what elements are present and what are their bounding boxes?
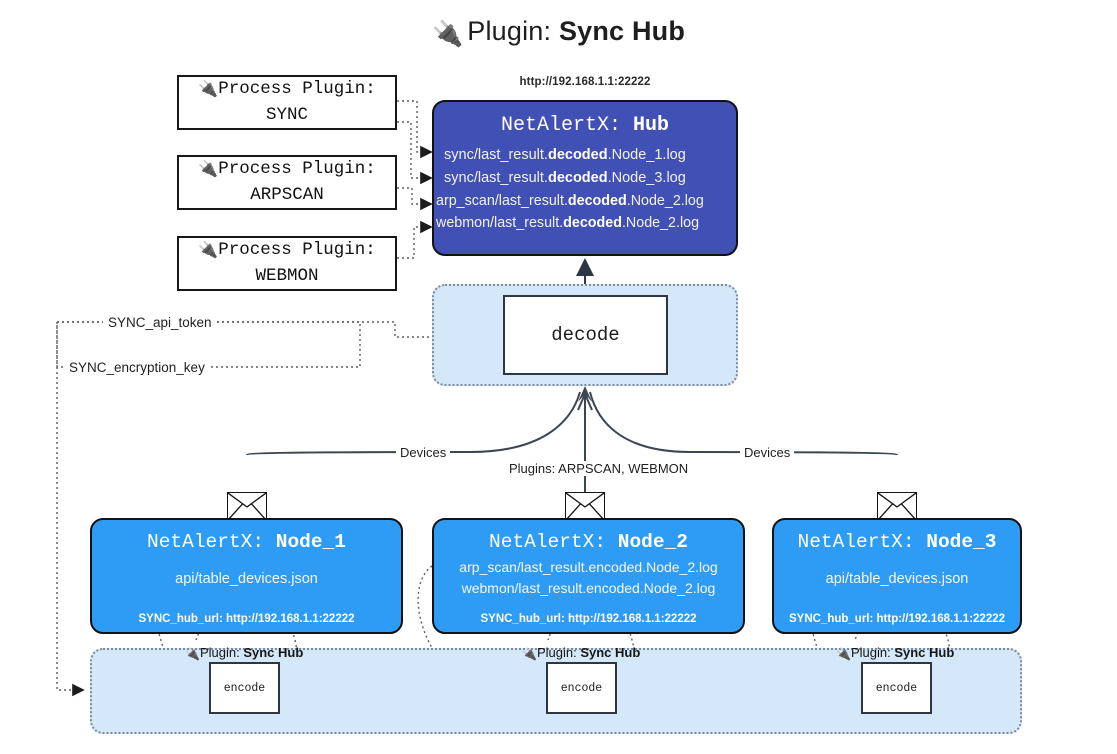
log-post: .Node_1.log	[607, 147, 686, 163]
hub-app: NetAlertX:	[500, 114, 621, 137]
node-app: NetAlertX:	[489, 531, 607, 553]
process-plugin-label: Process Plugin:	[218, 159, 376, 180]
wire-sync-to-log1	[397, 100, 433, 159]
envelope-icon	[227, 492, 267, 521]
sync-api-token-label: SYNC_api_token	[103, 315, 217, 330]
envelope-icon	[877, 492, 917, 521]
log-post: .Node_2.log	[626, 192, 704, 209]
node-app: NetAlertX:	[147, 531, 265, 553]
wire-arpscan-to-log3	[397, 187, 433, 211]
process-plugin-webmon[interactable]: 🔌Process Plugin: WEBMON	[177, 236, 397, 291]
wire-merge-arrowhead	[578, 386, 592, 402]
plugin-label-2: 🔌Plugin: Sync Hub	[522, 645, 640, 661]
plugin-label-prefix: Plugin:	[199, 645, 240, 660]
hub-log-4: webmon/last_result.decoded.Node_2.log	[434, 212, 736, 235]
process-plugin-label: Process Plugin:	[218, 240, 376, 261]
log-pre: webmon/last_result.	[436, 215, 564, 232]
node-name: Node_1	[275, 531, 346, 553]
hub-url-label: http://192.168.1.1:22222	[519, 76, 651, 88]
plug-icon: 🔌	[198, 161, 219, 179]
log-pre: sync/last_result.	[444, 147, 548, 163]
plug-icon: 🔌	[836, 647, 851, 661]
wire-sync-to-log2	[397, 121, 433, 185]
node-title: NetAlertX: Node_2	[434, 531, 743, 553]
node-title: NetAlertX: Node_3	[774, 531, 1020, 553]
node-box-node-3[interactable]: NetAlertX: Node_3 api/table_devices.json…	[772, 518, 1022, 634]
hub-log-3: arp_scan/last_result.decoded.Node_2.log	[434, 190, 736, 213]
plug-icon: 🔌	[198, 242, 219, 260]
page-title-prefix: Plugin:	[467, 16, 552, 46]
node-line: api/table_devices.json	[825, 571, 969, 587]
edge-label-center-plugins: Plugins: ARPSCAN, WEBMON	[505, 461, 693, 476]
log-mid: decoded	[547, 147, 608, 163]
process-plugin-name: ARPSCAN	[250, 184, 324, 205]
envelope-icon	[565, 492, 605, 521]
plugin-label-name: Sync Hub	[580, 645, 641, 660]
sync-encryption-key-label: SYNC_encryption_key	[64, 360, 210, 375]
plugin-label-prefix: Plugin:	[536, 645, 577, 660]
wire-encryption-key-to-plugin-zone	[56, 322, 85, 697]
hub-name: Hub	[633, 114, 670, 137]
plug-icon: 🔌	[198, 81, 219, 99]
plug-icon: 🔌	[522, 647, 537, 661]
log-pre: sync/last_result.	[444, 169, 548, 186]
wire-merge-arrow	[577, 393, 593, 412]
decode-box[interactable]: decode	[503, 295, 668, 375]
edge-label-right-devices: Devices	[740, 445, 795, 460]
node-app: NetAlertX:	[797, 531, 915, 553]
plug-icon: 🔌	[185, 647, 200, 661]
page-title-name: Sync Hub	[558, 16, 686, 46]
node-name: Node_2	[617, 531, 688, 553]
plugin-label-3: 🔌Plugin: Sync Hub	[836, 645, 954, 661]
log-post: .Node_2.log	[621, 215, 700, 232]
node-box-node-1[interactable]: NetAlertX: Node_1 api/table_devices.json…	[90, 518, 403, 634]
node-name: Node_3	[926, 531, 997, 553]
encode-box-3[interactable]: encode	[861, 662, 932, 714]
process-plugin-label: Process Plugin:	[218, 79, 376, 100]
process-plugin-sync[interactable]: 🔌Process Plugin: SYNC	[177, 75, 397, 130]
node-url-label: SYNC_hub_url: http://192.168.1.1:22222	[480, 613, 697, 625]
node-title: NetAlertX: Node_1	[92, 531, 401, 553]
wire-webmon-to-log4	[397, 220, 433, 259]
plug-icon: 🔌	[431, 20, 464, 48]
node-line: api/table_devices.json	[175, 571, 318, 587]
hub-box[interactable]: NetAlertX: Hub sync/last_result.decoded.…	[432, 100, 738, 256]
encode-box-2[interactable]: encode	[546, 662, 617, 714]
log-post: .Node_3.log	[607, 169, 686, 186]
log-mid: decoded	[563, 215, 622, 232]
node-box-node-2[interactable]: NetAlertX: Node_2 arp_scan/last_result.e…	[432, 518, 745, 634]
plugin-label-1: 🔌Plugin: Sync Hub	[185, 645, 303, 661]
process-plugin-name: SYNC	[265, 104, 308, 125]
process-plugin-name: WEBMON	[255, 265, 319, 286]
node-line: arp_scan/last_result.encoded.Node_2.log	[459, 559, 718, 575]
page-title: 🔌Plugin: Sync Hub	[0, 16, 1117, 49]
edge-label-left-devices: Devices	[396, 445, 451, 460]
node-url-label: SYNC_hub_url: http://192.168.1.1:22222	[788, 613, 1006, 625]
plugin-label-prefix: Plugin:	[850, 645, 891, 660]
node-url-label: SYNC_hub_url: http://192.168.1.1:22222	[138, 613, 355, 625]
log-mid: decoded	[547, 169, 608, 186]
hub-title: NetAlertX: Hub	[434, 114, 736, 137]
log-pre: arp_scan/last_result.	[436, 192, 568, 209]
log-mid: decoded	[567, 192, 627, 209]
hub-log-2: sync/last_result.decoded.Node_3.log	[434, 167, 736, 190]
plugin-label-name: Sync Hub	[243, 645, 304, 660]
process-plugin-arpscan[interactable]: 🔌Process Plugin: ARPSCAN	[177, 155, 397, 210]
encode-box-1[interactable]: encode	[209, 662, 280, 714]
hub-log-1: sync/last_result.decoded.Node_1.log	[434, 144, 736, 167]
node-line: webmon/last_result.encoded.Node_2.log	[461, 580, 716, 596]
plugin-label-name: Sync Hub	[894, 645, 955, 660]
